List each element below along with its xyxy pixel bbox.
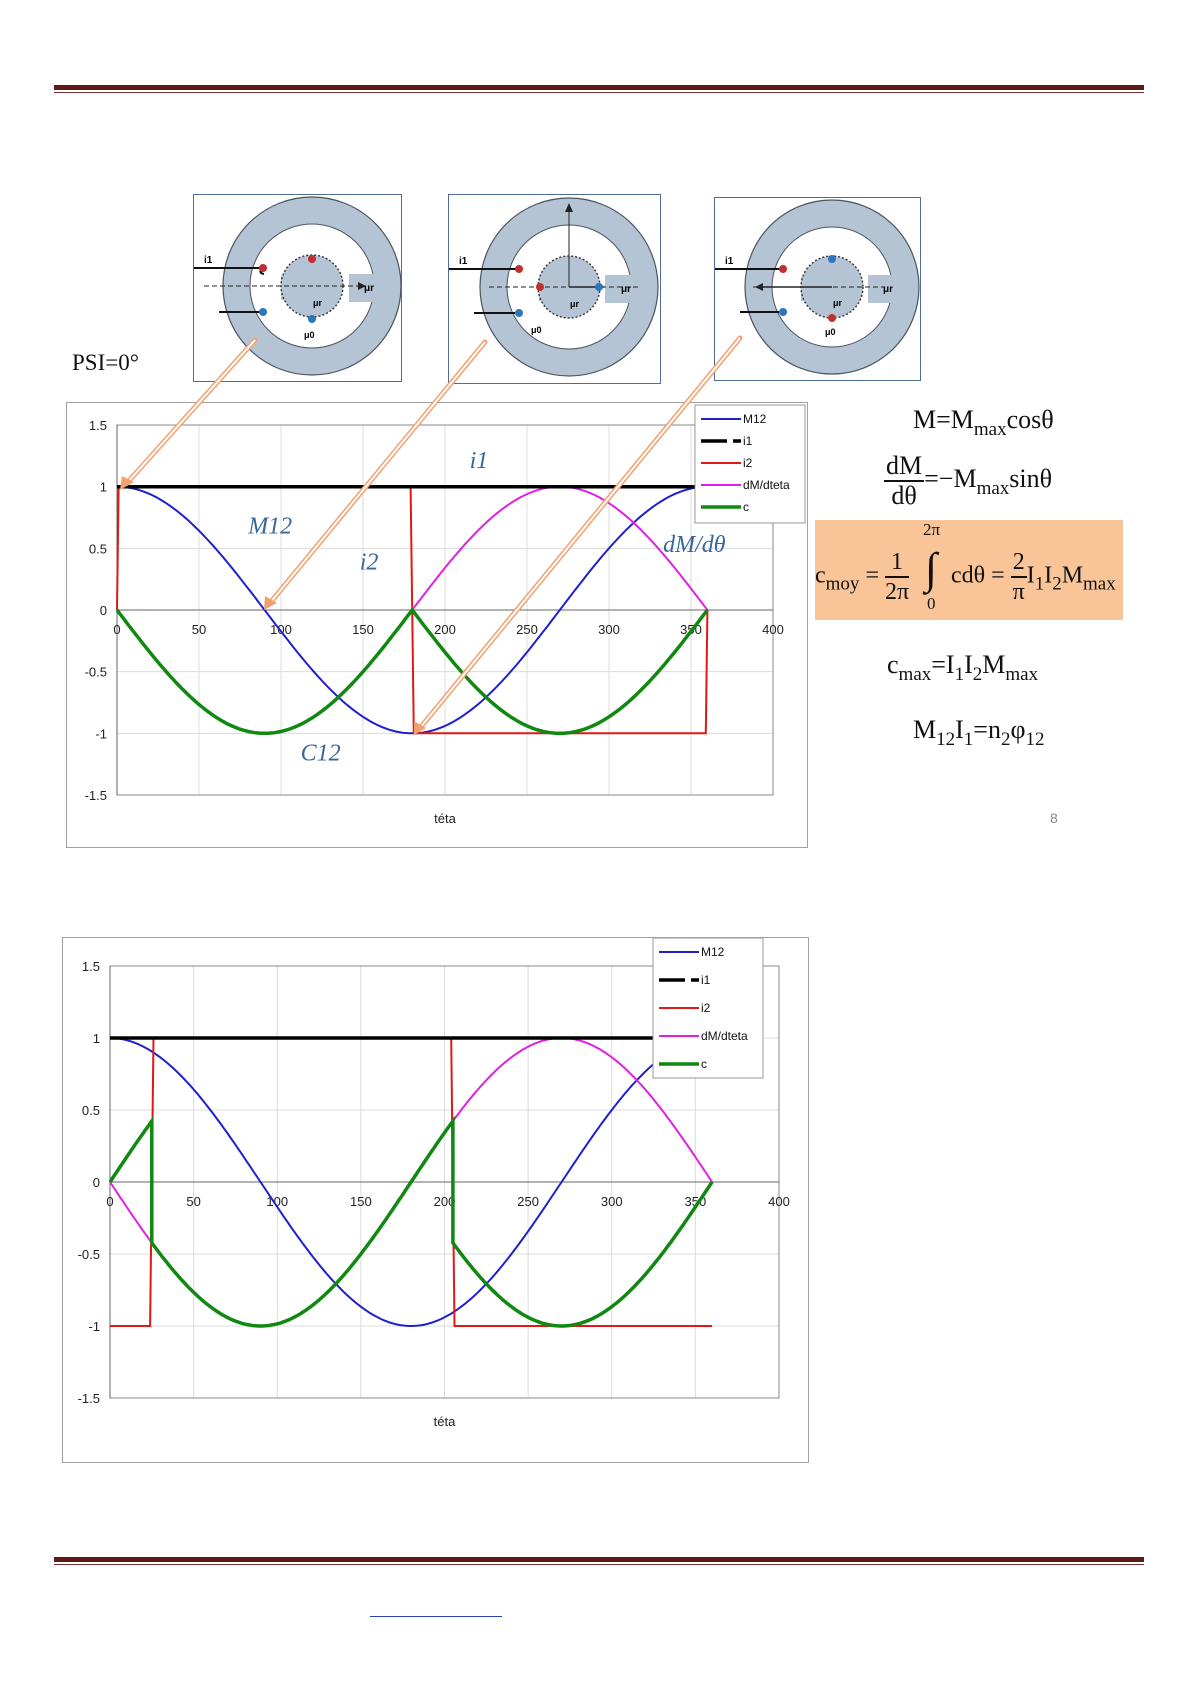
y-tick-label: -0.5 xyxy=(85,665,107,680)
legend-label: i2 xyxy=(701,1001,711,1015)
x-tick-label: 50 xyxy=(192,622,206,637)
pointer-arrows xyxy=(120,335,743,735)
curve-annotation: i2 xyxy=(360,549,379,575)
mu-r-label: μr xyxy=(833,298,843,308)
y-tick-label: -1 xyxy=(88,1319,100,1334)
equation-max-torque: cmax=I1I2Mmax xyxy=(887,650,1039,685)
mu-0-label: μ0 xyxy=(825,327,836,337)
machine-diagram-2: i1 μr μr μ0 xyxy=(448,194,661,384)
curve-annotation: C12 xyxy=(301,740,341,766)
mu-r-label: μr xyxy=(883,284,893,295)
legend-label: i2 xyxy=(743,456,753,470)
x-axis-label: téta xyxy=(434,1414,456,1429)
footer-link[interactable] xyxy=(370,1616,502,1617)
legend-label: M12 xyxy=(701,945,725,959)
legend: M12 i1 i2 dM/dteta c xyxy=(694,404,806,524)
y-tick-label: 1.5 xyxy=(89,418,107,433)
integral-sign: ∫ xyxy=(925,544,938,593)
x-tick-label: 150 xyxy=(352,622,374,637)
mu-0-label: μ0 xyxy=(304,330,315,340)
mu-r-label: μr xyxy=(621,284,631,295)
y-tick-label: -1 xyxy=(95,726,107,741)
x-axis-label: téta xyxy=(434,811,456,826)
footer-rule xyxy=(54,1557,1144,1565)
x-tick-label: 200 xyxy=(434,622,456,637)
x-tick-label: 400 xyxy=(762,622,784,637)
x-tick-label: 150 xyxy=(350,1194,372,1209)
curve-annotation: i1 xyxy=(470,448,489,474)
equation-flux: M12I1=n2φ12 xyxy=(913,715,1045,750)
curve-annotation: dM/dθ xyxy=(663,532,726,558)
equation-mutual-inductance: M=Mmaxcosθ xyxy=(913,405,1054,440)
y-tick-label: 0.5 xyxy=(89,541,107,556)
y-tick-label: 0 xyxy=(100,603,107,618)
x-tick-label: 400 xyxy=(768,1194,790,1209)
y-tick-label: 1.5 xyxy=(82,959,100,974)
mu-0-label: μ0 xyxy=(531,325,542,335)
legend-label: M12 xyxy=(743,412,767,426)
series-m12-line xyxy=(117,485,708,735)
series-c-line xyxy=(108,1115,714,1328)
legend: M12 i1 i2 dM/dteta c xyxy=(652,938,764,1079)
curve-annotation: M12 xyxy=(247,514,292,540)
i1-label: i1 xyxy=(459,256,468,267)
y-tick-label: 0.5 xyxy=(82,1103,100,1118)
legend-label: dM/dteta xyxy=(743,478,790,492)
x-tick-label: 250 xyxy=(517,1194,539,1209)
integral-upper-bound: 2π xyxy=(923,520,941,539)
x-tick-label: 300 xyxy=(598,622,620,637)
psi-label: PSI=0° xyxy=(72,350,139,375)
mu-r-label: μr xyxy=(364,283,374,294)
series-dm-dteta-line xyxy=(109,1181,153,1244)
series-dm-dteta-line xyxy=(452,1037,713,1183)
x-tick-label: 300 xyxy=(601,1194,623,1209)
mu-r-label: μr xyxy=(570,299,580,309)
y-tick-label: -0.5 xyxy=(78,1247,100,1262)
x-tick-label: 0 xyxy=(106,1194,113,1209)
x-tick-label: 250 xyxy=(516,622,538,637)
legend-label: c xyxy=(701,1057,707,1071)
machine-diagram-3: i1 μr μr μ0 xyxy=(714,197,921,381)
y-tick-label: -1.5 xyxy=(85,788,107,803)
y-tick-label: 1 xyxy=(100,480,107,495)
y-tick-label: -1.5 xyxy=(78,1391,100,1406)
y-tick-label: 1 xyxy=(93,1031,100,1046)
integral-lower-bound: 0 xyxy=(927,594,936,613)
x-tick-label: 0 xyxy=(113,622,120,637)
i1-label: i1 xyxy=(204,255,213,266)
page-number: 8 xyxy=(1050,810,1058,826)
series-c-line xyxy=(115,607,709,736)
header-rule xyxy=(54,85,1144,93)
mu-r-label: μr xyxy=(313,298,323,308)
legend-label: c xyxy=(743,500,749,514)
y-tick-label: 0 xyxy=(93,1175,100,1190)
legend-label: i1 xyxy=(701,973,711,987)
x-tick-label: 200 xyxy=(434,1194,456,1209)
series-m12-line xyxy=(109,1037,713,1328)
legend-label: dM/dteta xyxy=(701,1029,748,1043)
machine-diagram-1: i1 μr μr μ0 xyxy=(193,194,402,382)
i1-label: i1 xyxy=(725,256,734,267)
x-tick-label: 50 xyxy=(186,1194,200,1209)
legend-label: i1 xyxy=(743,434,753,448)
